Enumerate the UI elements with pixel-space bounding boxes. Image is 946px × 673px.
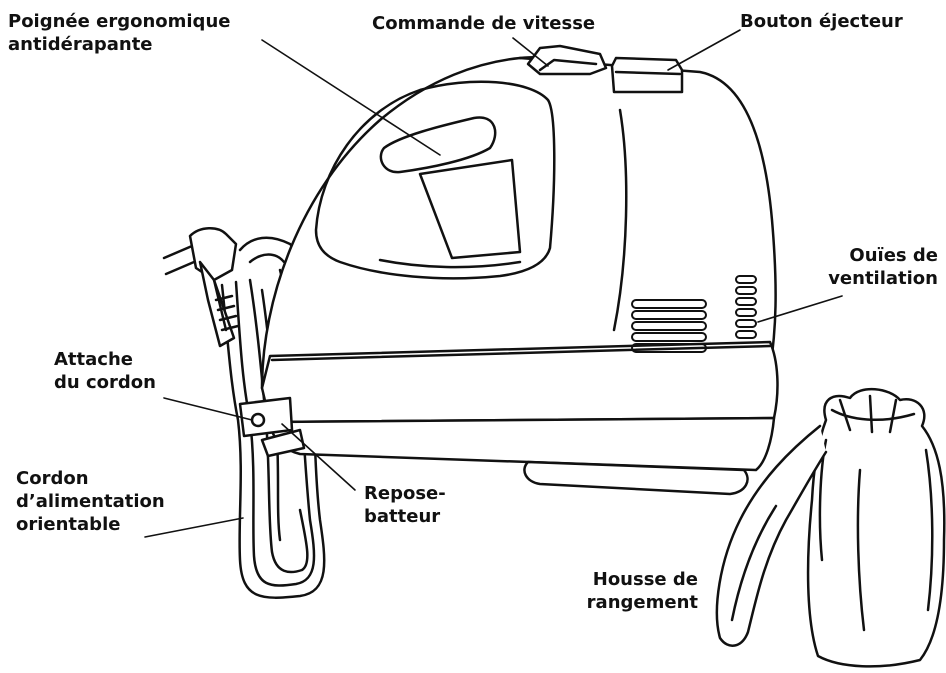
label-cord-clip-line1: Attache xyxy=(54,349,133,370)
label-power-cord-line3: orientable xyxy=(16,514,121,535)
label-handle-line2: antidérapante xyxy=(8,34,153,55)
label-handle: Poignée ergonomique antidérapante xyxy=(8,10,230,56)
label-cord-clip-line2: du cordon xyxy=(54,372,156,393)
leader-speed-control xyxy=(512,37,549,67)
label-storage-bag-line1: Housse de xyxy=(592,569,698,590)
vents-drawing xyxy=(631,275,757,353)
label-storage-bag-line2: rangement xyxy=(586,592,698,613)
label-handle-line1: Poignée ergonomique xyxy=(8,11,231,32)
leader-heel-rest xyxy=(281,423,356,491)
leader-ejector-button xyxy=(667,29,741,71)
leader-lines xyxy=(144,29,843,538)
leader-cord-clip xyxy=(163,397,253,421)
label-vents: Ouïes de ventilation xyxy=(828,244,938,290)
plug-drawing xyxy=(162,227,240,348)
storage-bag-drawing xyxy=(715,388,946,668)
leader-vents xyxy=(757,295,843,323)
label-storage-bag: Housse de rangement xyxy=(587,568,698,614)
label-power-cord-line2: d’alimentation xyxy=(16,491,165,512)
label-ejector-button-text: Bouton éjecteur xyxy=(740,11,903,32)
label-vents-line2: ventilation xyxy=(828,268,938,289)
leader-power-cord xyxy=(144,517,244,538)
label-heel-rest-line2: batteur xyxy=(364,506,441,527)
label-power-cord: Cordon d’alimentation orientable xyxy=(16,467,165,536)
label-heel-rest-line1: Repose- xyxy=(364,483,446,504)
mixer-body-drawing xyxy=(260,44,779,496)
label-speed-control-text: Commande de vitesse xyxy=(372,13,596,34)
label-ejector-button: Bouton éjecteur xyxy=(740,10,903,33)
label-vents-line1: Ouïes de xyxy=(849,245,938,266)
label-cord-clip: Attache du cordon xyxy=(54,348,156,394)
leader-handle xyxy=(261,39,441,156)
label-heel-rest: Repose- batteur xyxy=(364,482,446,528)
cord-clip-drawing xyxy=(238,396,306,458)
label-speed-control: Commande de vitesse xyxy=(372,12,595,35)
label-power-cord-line1: Cordon xyxy=(16,468,89,489)
